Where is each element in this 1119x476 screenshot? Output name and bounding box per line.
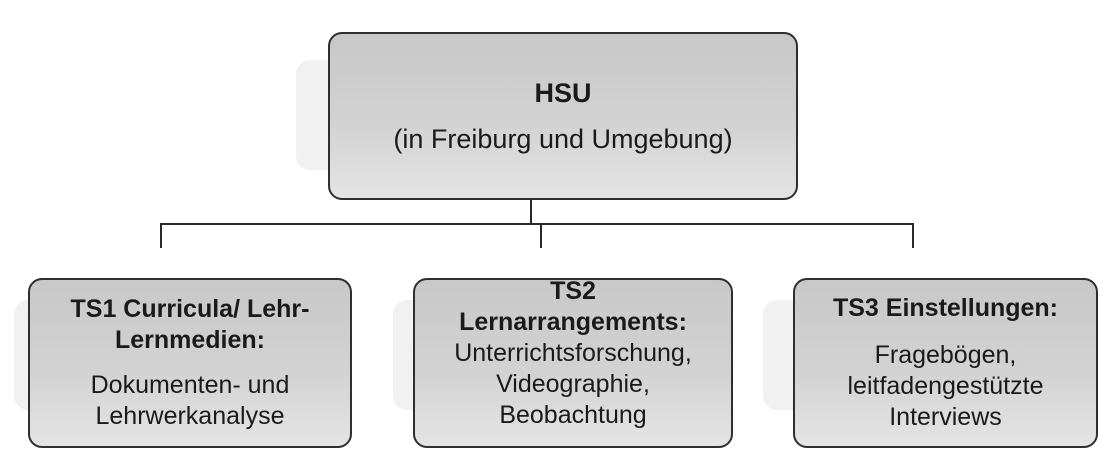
body-line: Interviews (889, 403, 1002, 431)
child-node-ts2-body: Unterrichtsforschung, Videographie, Beob… (454, 338, 692, 431)
child-node-ts2-box: TS2 Lernarrangements: Unterrichtsforschu… (413, 276, 733, 448)
child-node-ts3-body: Fragebögen, leitfadengestützte Interview… (848, 340, 1044, 433)
root-node-box: HSU (in Freiburg und Umgebung) (328, 32, 798, 200)
connector-root-down (530, 200, 532, 224)
child-node-ts3-box: TS3 Einstellungen: Fragebögen, leitfaden… (793, 278, 1098, 448)
child-node-ts1-title: TS1 Curricula/ Lehr- Lernmedien: (71, 294, 310, 356)
title-line: TS1 Curricula/ Lehr- (70, 295, 310, 323)
root-node-subtitle: (in Freiburg und Umgebung) (393, 124, 733, 154)
child-node-ts3-title: TS3 Einstellungen: (833, 293, 1058, 324)
child-node-ts2-title: TS2 Lernarrangements: (459, 276, 687, 338)
body-line: Dokumenten- und (90, 371, 290, 399)
connector-child-2 (540, 223, 542, 248)
body-line: Fragebögen, (874, 341, 1017, 369)
body-line: Videographie, (496, 370, 650, 398)
title-line: TS3 Einstellungen: (832, 294, 1059, 322)
title-line: Lernarrangements: (459, 308, 687, 336)
connector-child-1 (160, 223, 162, 248)
body-line: Lehrwerkanalyse (95, 402, 285, 430)
title-line: TS2 (550, 277, 596, 305)
child-node-ts1-box: TS1 Curricula/ Lehr- Lernmedien: Dokumen… (28, 278, 352, 448)
title-line: Lernmedien: (114, 326, 265, 354)
body-line: Unterrichtsforschung, (454, 339, 692, 367)
body-line: Beobachtung (499, 401, 647, 429)
connector-child-3 (912, 223, 914, 248)
connector-horizontal (160, 223, 914, 225)
child-node-ts1-body: Dokumenten- und Lehrwerkanalyse (91, 370, 290, 432)
body-line: leitfadengestützte (847, 372, 1044, 400)
root-node-title: HSU (534, 78, 592, 108)
